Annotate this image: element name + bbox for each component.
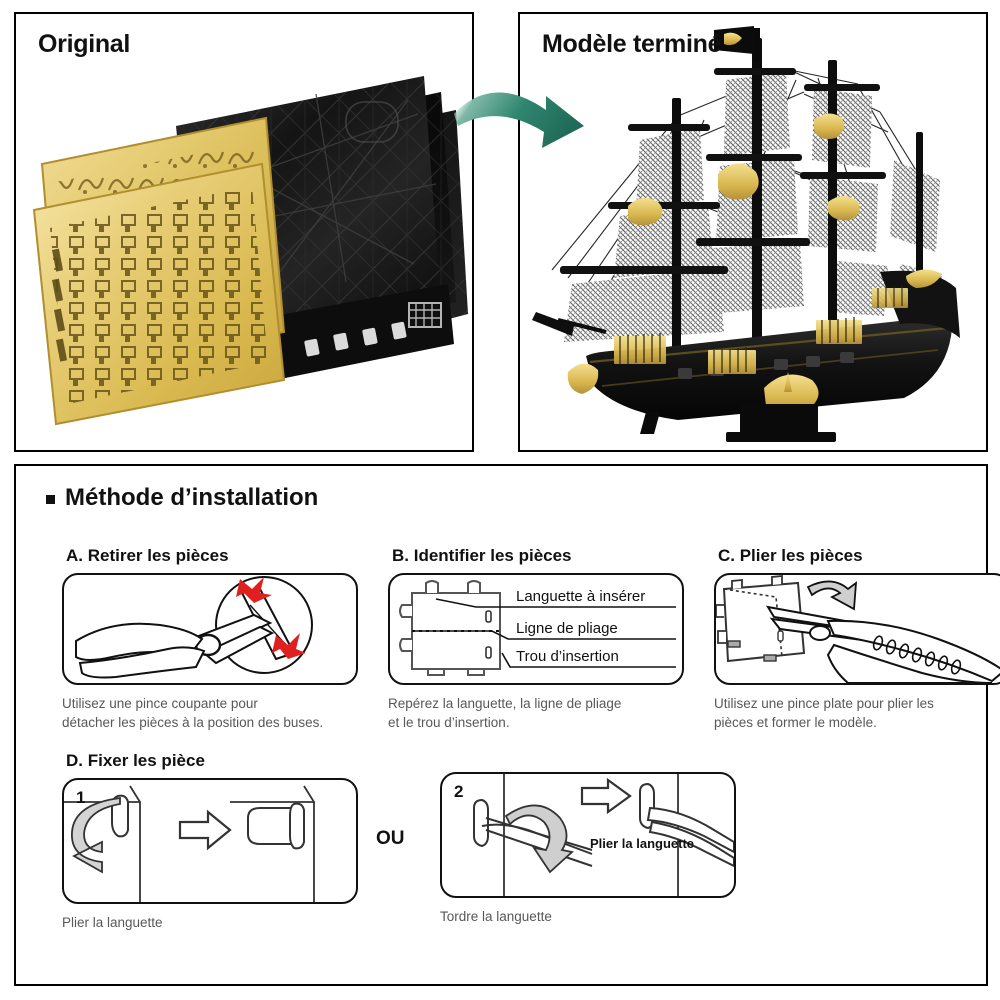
figurehead (567, 363, 599, 394)
panel-original-title: Original (38, 30, 131, 58)
wire-cutter-diagram (75, 576, 313, 679)
right-arrow-icon (178, 809, 232, 851)
step-c-title: C. Plier les pièces (718, 546, 863, 565)
gold-sheet-front (32, 162, 286, 426)
panel-original: Original (14, 12, 474, 452)
mast-flag (714, 26, 760, 62)
step-c-diagram-box (714, 573, 1000, 685)
callout-label-fold: Ligne de pliage (516, 620, 618, 637)
callout-label-tab: Languette à insérer (516, 588, 645, 605)
step-b-diagram-box: Languette à insérer Ligne de pliage Trou… (388, 573, 684, 685)
green-curved-arrow (454, 92, 584, 148)
panel-finished-title: Modèle terminé (542, 30, 722, 58)
twist-tab-diagram: Plier la languette (473, 774, 734, 896)
step-e: 2 (440, 772, 736, 927)
step-d-badge: 1 (76, 788, 86, 807)
step-d-caption: Plier la languette (62, 915, 163, 930)
panel-finished: Modèle terminé (518, 12, 988, 452)
step-a-title: A. Retirer les pièces (66, 546, 229, 565)
step-b-title: B. Identifier les pièces (392, 546, 572, 565)
spark-icon-bottom (272, 633, 306, 659)
step-c: C. Plier les pièces (714, 546, 1000, 732)
step-e-caption: Tordre la languette (440, 909, 552, 924)
step-b: B. Identifier les pièces (388, 546, 684, 732)
spark-icon-top (236, 577, 272, 603)
step-d-diagram-box: 1 (62, 778, 358, 904)
step-d: D. Fixer les pièce 1 (62, 751, 358, 933)
step-c-caption: Utilisez une pince plate pour plier les … (714, 696, 934, 730)
method-heading: Méthode d’installation (46, 484, 318, 512)
rotation-arrow-icon (71, 796, 121, 874)
panel-method: Méthode d’installation A. Retirer les pi… (14, 464, 1000, 986)
step-a-diagram-box (62, 573, 358, 685)
step-b-caption: Repérez la languette, la ligne de pliage… (388, 696, 622, 730)
bend-arrow-icon (806, 580, 858, 611)
step-e-badge: 2 (454, 782, 464, 801)
flat-pliers-diagram (716, 575, 1000, 683)
fold-tab-diagram (64, 785, 315, 902)
step-e-diagram-box: 2 (440, 772, 736, 898)
step-a-caption: Utilisez une pince coupante pour détache… (62, 696, 324, 730)
inline-label-plier: Plier la languette (590, 836, 694, 851)
gold-emblems (628, 113, 860, 226)
method-heading-text: Méthode d’installation (65, 484, 319, 511)
step-d-title: D. Fixer les pièce (66, 751, 205, 770)
part-callouts-diagram: Languette à insérer Ligne de pliage Trou… (399, 580, 676, 676)
pirate-ship-photo (532, 26, 960, 442)
step-a: A. Retirer les pièces (62, 546, 358, 732)
gold-railings (614, 286, 908, 374)
gold-eagle-emblem (764, 372, 819, 413)
or-label: OU (376, 828, 405, 849)
right-arrow-icon-2 (580, 777, 632, 815)
display-stand (640, 404, 836, 442)
metal-sheets-photo (32, 76, 468, 426)
twist-arrow-icon (504, 804, 574, 874)
callout-label-hole: Trou d’insertion (516, 648, 619, 665)
bullet-square-icon (46, 494, 55, 504)
